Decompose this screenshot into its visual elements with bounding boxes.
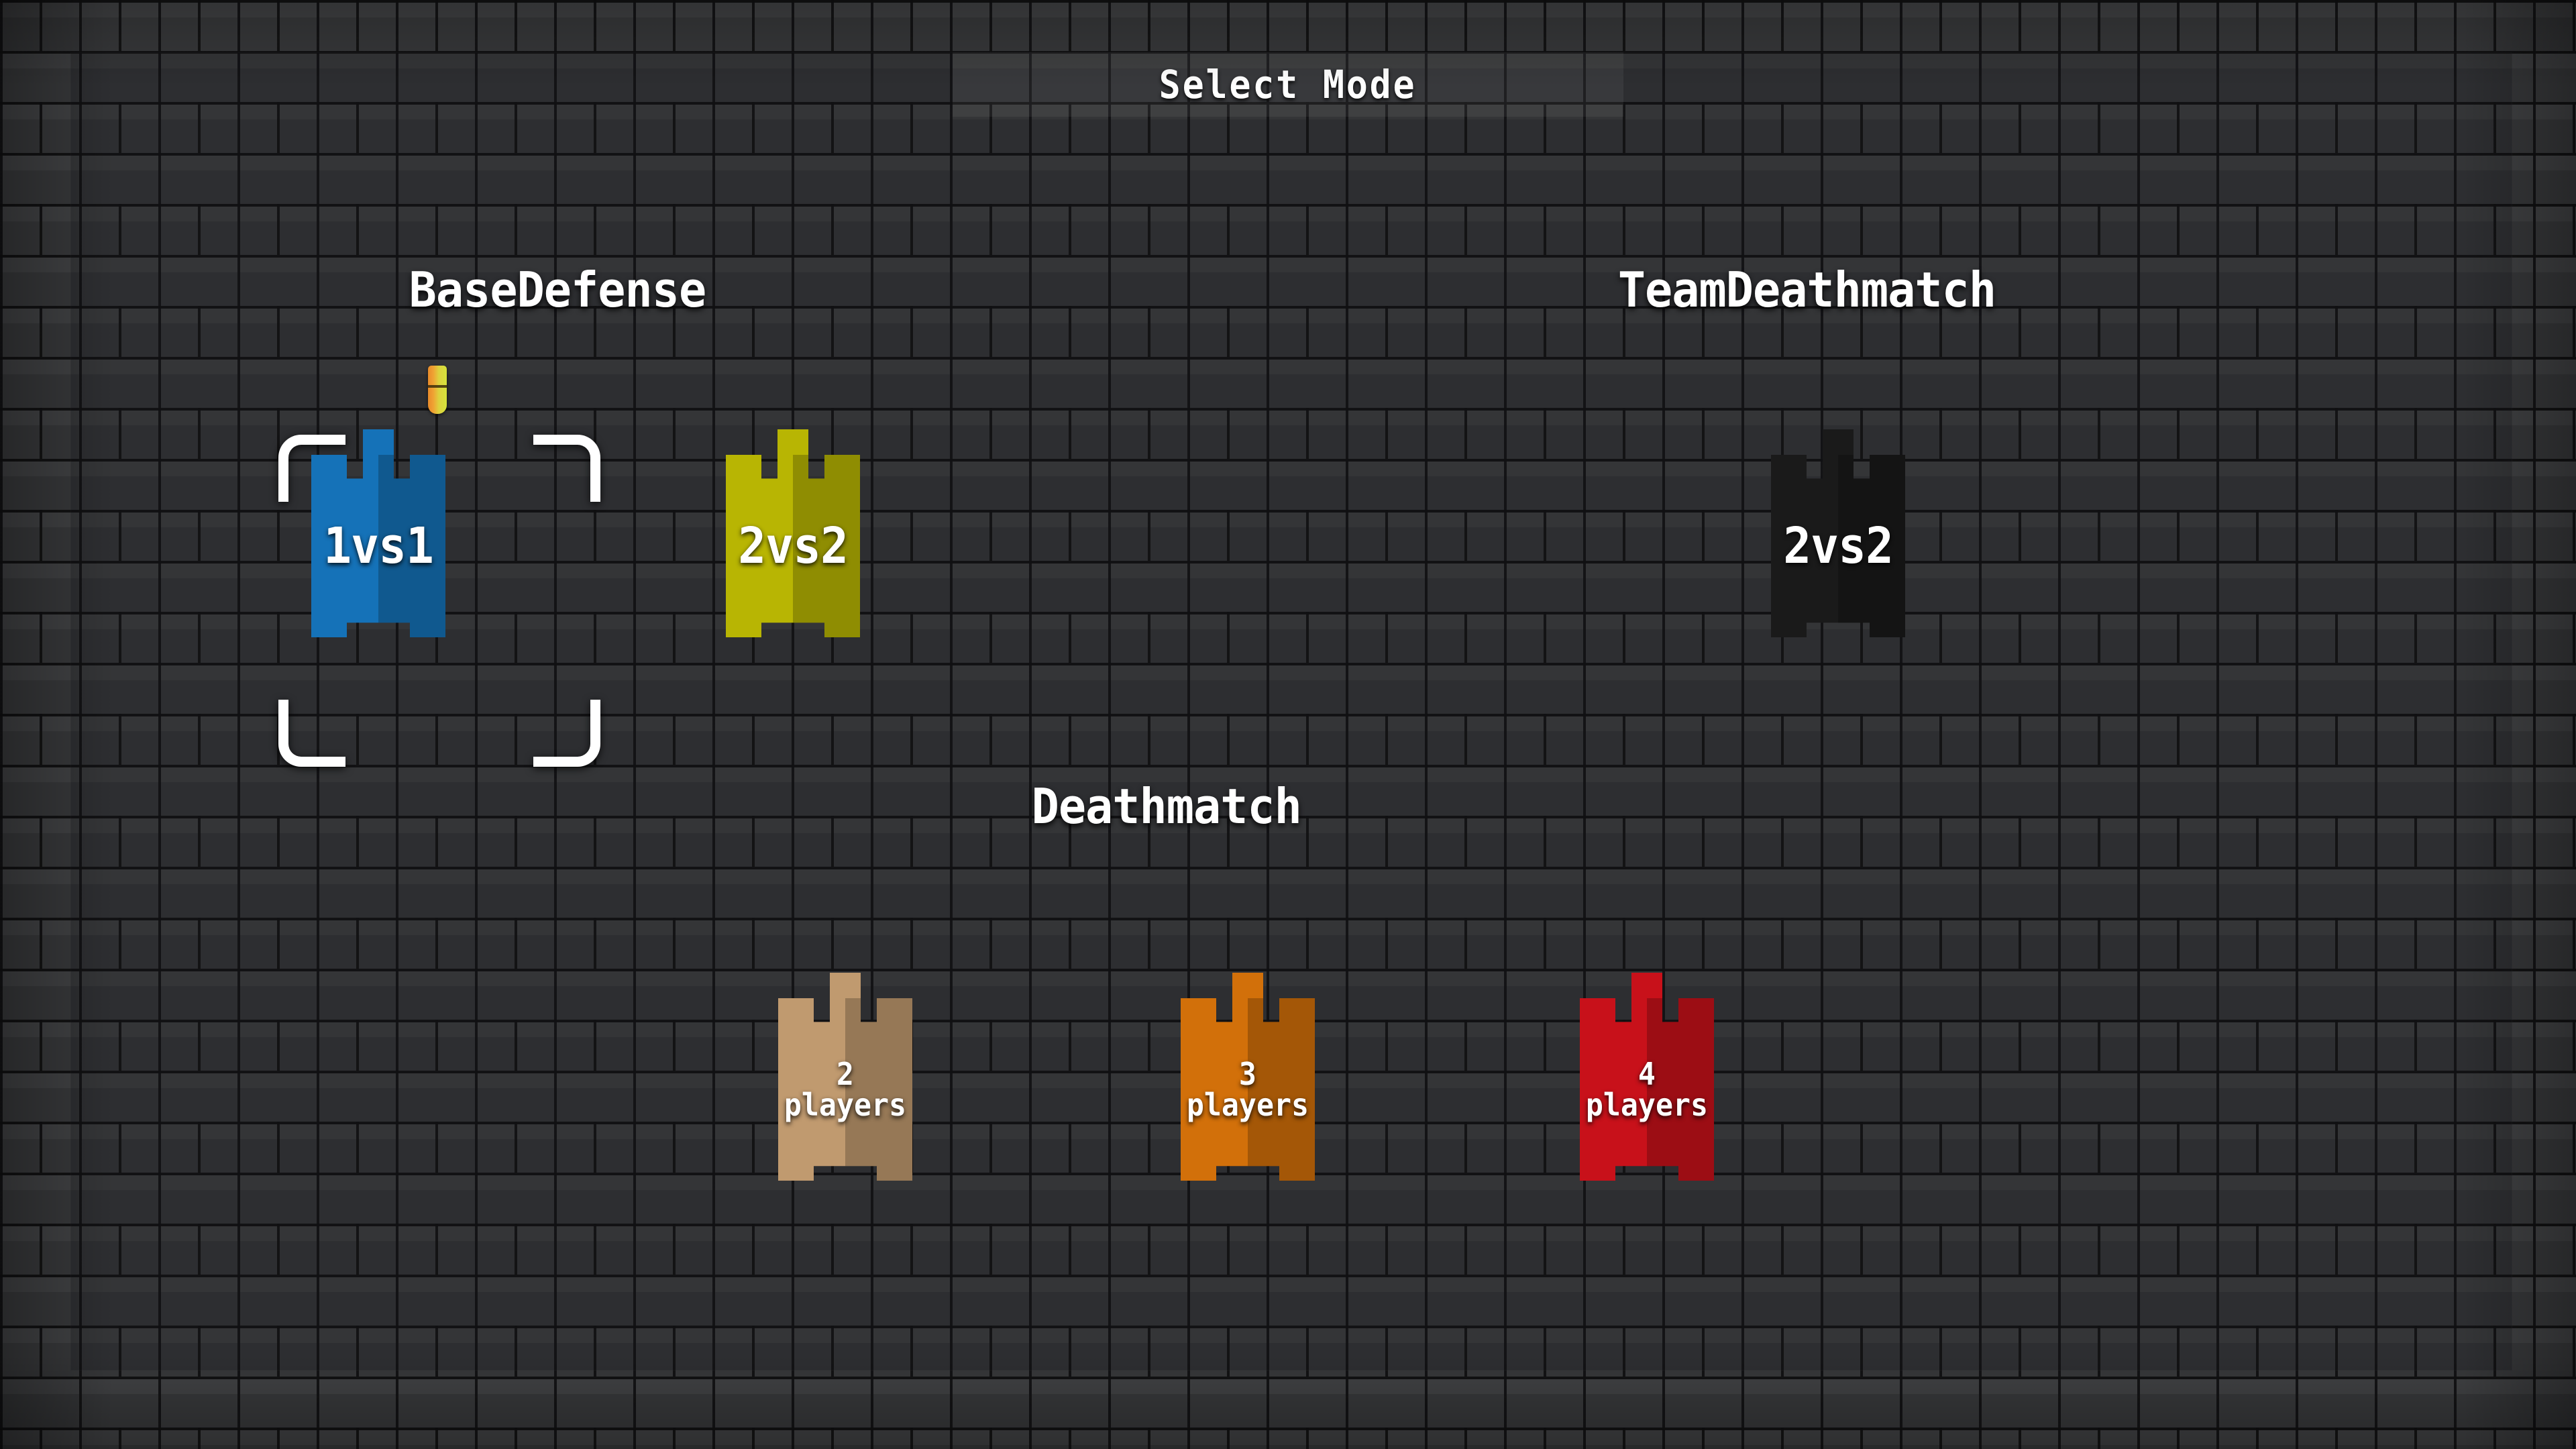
crate-shadow: [378, 455, 445, 637]
crate-body: 4 players: [1580, 998, 1714, 1181]
mode-option-basedefense-2vs2[interactable]: 2vs2: [726, 429, 860, 637]
mode-option-teamdeathmatch-2vs2[interactable]: 2vs2: [1771, 429, 1905, 637]
section-heading-teamdeathmatch: TeamDeathmatch: [1617, 262, 1996, 318]
mode-option-deathmatch-3players[interactable]: 3 players: [1181, 973, 1315, 1181]
mode-option-basedefense-1vs1[interactable]: 1vs1: [311, 429, 445, 637]
crate-body: 3 players: [1181, 998, 1315, 1181]
crate-shadow: [845, 998, 912, 1181]
mode-option-label: 2 players: [784, 1056, 907, 1123]
mode-option-deathmatch-2players[interactable]: 2 players: [778, 973, 912, 1181]
crate-shadow: [1248, 998, 1315, 1181]
crate-shadow: [1647, 998, 1714, 1181]
bullet-icon: [428, 366, 447, 414]
mode-option-label: 3 players: [1186, 1056, 1309, 1123]
mode-option-label: 2vs2: [1783, 517, 1894, 575]
mode-option-label: 2vs2: [738, 517, 849, 575]
title-bar: Select Mode: [953, 52, 1623, 117]
crate-body: 2vs2: [1771, 455, 1905, 637]
crate-body: 2vs2: [726, 455, 860, 637]
page-title: Select Mode: [1159, 62, 1417, 107]
crate-shadow: [793, 455, 860, 637]
crate-body: 2 players: [778, 998, 912, 1181]
section-heading-deathmatch: Deathmatch: [1031, 778, 1302, 835]
mode-option-deathmatch-4players[interactable]: 4 players: [1580, 973, 1714, 1181]
mode-option-label: 4 players: [1585, 1056, 1709, 1123]
mode-option-label: 1vs1: [323, 517, 434, 575]
section-heading-basedefense: BaseDefense: [409, 262, 706, 318]
crate-body: 1vs1: [311, 455, 445, 637]
crate-shadow: [1838, 455, 1905, 637]
